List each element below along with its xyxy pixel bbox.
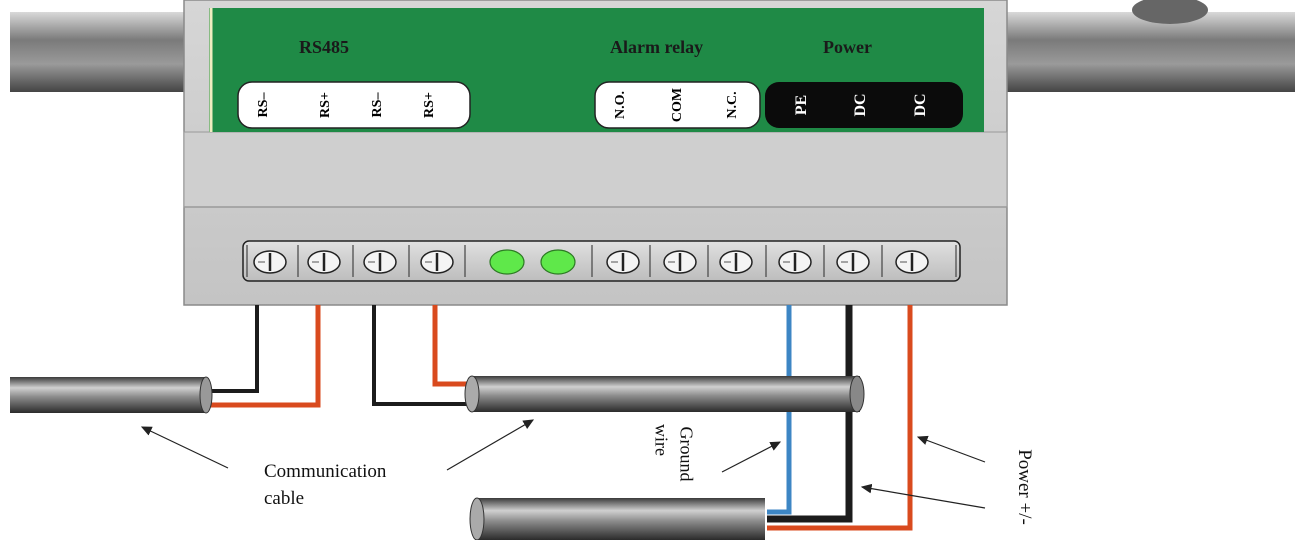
pointer-arrows [140,419,986,509]
arrow-ground [721,441,782,473]
cable-power [475,498,765,540]
power-header: Power [823,37,872,57]
wire-ground-blue [767,305,792,515]
rs485-plate [237,81,471,129]
power-plate [765,82,963,128]
pin-label-com: COM [670,87,685,123]
pin-label-rs-plus-2: RS+ [422,92,437,118]
pin-label-pe: PE [793,94,810,116]
indicator-led-icon [489,249,525,275]
power-label: Power +/- [1014,449,1035,525]
communication-cable-label-line1: Communication [264,461,387,482]
wire-rs485-1-red [208,305,321,408]
cable-end-center-right [849,375,865,413]
wire-rs485-2-red [432,305,470,387]
cable-end-center-left [464,375,480,413]
ground-wire-label-line1: Ground [676,426,697,482]
arrow-power-dc [860,483,986,509]
pin-label-dc-1: DC [852,93,869,117]
pin-label-rs-minus-2: RS– [370,92,385,118]
wire-dc-red [767,305,913,531]
din-rail-right [1005,12,1295,92]
device-face-band [183,131,1008,208]
arrow-power-red [916,435,986,463]
cable-communication-left [10,377,206,413]
rail-screw [1132,0,1208,24]
ground-wire-label-line2: wire [651,424,672,456]
communication-cable-label-line2: cable [264,488,305,509]
arrow-comm-left [140,426,229,469]
wire-rs485-2-black [372,305,470,406]
cable-communication-center [470,376,860,412]
pin-label-no: N.O. [613,91,628,119]
alarm-relay-header: Alarm relay [610,37,704,57]
alarm-plate [594,81,761,129]
pin-label-rs-plus-1: RS+ [318,92,333,118]
pin-label-rs-minus-1: RS– [256,92,271,118]
pin-label-dc-2: DC [912,93,929,117]
cable-end-power [469,497,485,540]
din-rail-left [10,12,185,92]
wires [208,305,913,531]
arrow-comm-right [446,419,535,471]
terminal-strip [242,240,961,282]
indicator-led-icon [540,249,576,275]
rs485-header: RS485 [299,37,350,57]
pin-label-nc: N.C. [725,91,740,119]
cable-end-left [199,376,213,414]
wire-rs485-1-black [208,305,259,393]
